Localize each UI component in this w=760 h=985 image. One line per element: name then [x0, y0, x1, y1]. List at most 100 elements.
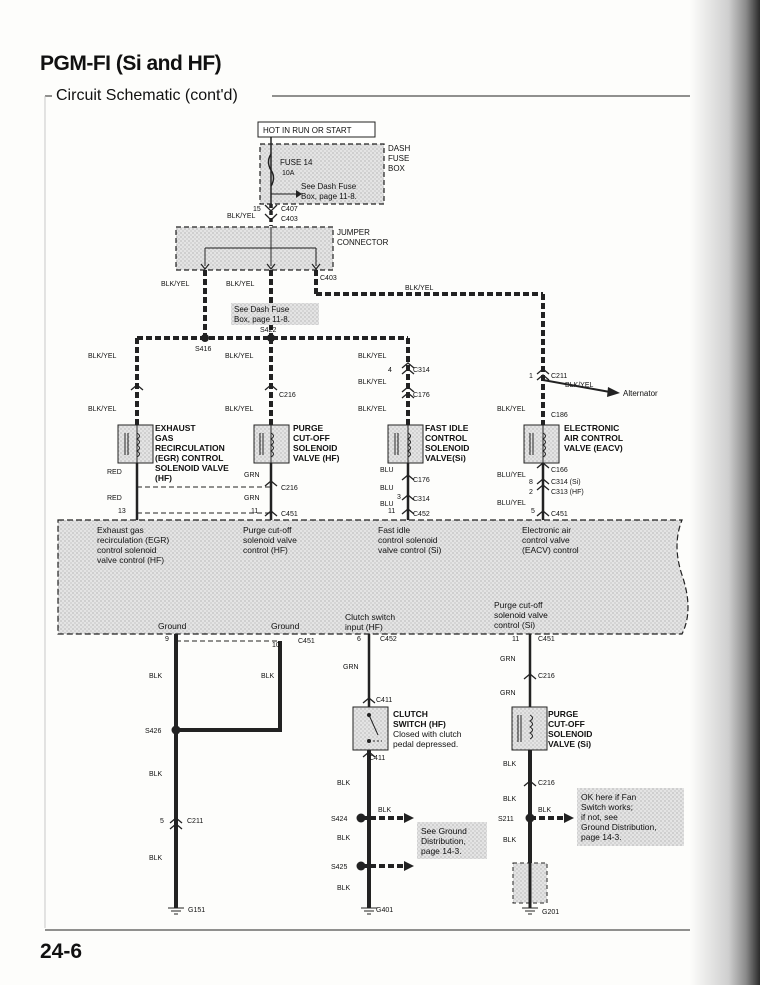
schematic-label: C211 — [187, 818, 203, 825]
jumper-connector: JUMPER CONNECTOR C403 — [175, 226, 389, 282]
schematic-label: C216 — [279, 392, 296, 399]
purge-si-column: 11 C451 GRN C216 GRN PURGE CUT-OFF SOLEN… — [498, 634, 684, 916]
schematic-label: C411 — [376, 697, 392, 704]
schematic-label: BLK/YEL — [88, 406, 117, 413]
schematic-label: 9 — [165, 636, 169, 643]
page-title: PGM-FI (Si and HF) — [40, 52, 222, 75]
schematic-label: GRN — [244, 495, 260, 502]
schematic-label: 15 — [253, 206, 261, 213]
schematic-label: (HF) — [155, 473, 172, 483]
schematic-label: BLK — [503, 837, 517, 844]
schematic-label: SOLENOID — [548, 729, 592, 739]
schematic-label: BLK/YEL — [358, 406, 387, 413]
schematic-label: BLK — [503, 761, 517, 768]
schematic-label: ELECTRONIC — [564, 423, 619, 433]
schematic-label: BLU/YEL — [497, 500, 526, 507]
jumper-label-1: JUMPER — [337, 228, 370, 237]
schematic-label: BLK/YEL — [225, 406, 254, 413]
see-dash-2: Box, page 11-8. — [234, 315, 290, 324]
schematic-label: BLK — [149, 855, 163, 862]
schematic-label: C411 — [369, 755, 385, 762]
schematic-label: AIR CONTROL — [564, 433, 623, 443]
schematic-label: BLK/YEL — [227, 213, 256, 220]
schematic-label: BLK/YEL — [358, 353, 387, 360]
schematic-label: valve control (Si) — [378, 545, 441, 555]
schematic-label: S426 — [145, 728, 161, 735]
schematic-label: Ground — [271, 621, 300, 631]
schematic-label: Purge cut-off — [494, 600, 543, 610]
schematic-label: PURGE — [548, 709, 579, 719]
schematic-label: Clutch switch — [345, 612, 395, 622]
schematic-label: GAS — [155, 433, 174, 443]
schematic-label: Exhaust gas — [97, 525, 144, 535]
schematic-label: OK here if Fan — [581, 792, 637, 802]
schematic-label: valve control (HF) — [97, 555, 164, 565]
ecu-box: Exhaust gas recirculation (EGR) control … — [57, 519, 689, 635]
upper-connector-marks — [130, 362, 550, 399]
schematic-label: C451 — [538, 636, 555, 643]
schematic-label: BLK/YEL — [225, 353, 254, 360]
schematic-label: BLU — [380, 501, 394, 508]
schematic-label: VALVE (HF) — [293, 453, 340, 463]
schematic-label: BLK — [378, 807, 392, 814]
schematic-label: PURGE — [293, 423, 324, 433]
schematic-label: G151 — [188, 907, 205, 914]
schematic-label: S425 — [331, 864, 347, 871]
fuse-note-1: See Dash Fuse — [301, 182, 357, 191]
schematic-label: Distribution, — [421, 836, 466, 846]
jumper-label-2: CONNECTOR — [337, 238, 389, 247]
lower-connector-marks — [264, 462, 550, 517]
schematic-label: input (HF) — [345, 622, 383, 632]
fuse-note-2: Box, page 11-8. — [301, 192, 357, 201]
dash-fuse-box: FUSE 14 10A See Dash Fuse Box, page 11-8… — [259, 143, 410, 205]
schematic-label: BLK — [337, 885, 351, 892]
schematic-label: C452 — [413, 511, 430, 518]
schematic-label: BLK — [261, 673, 275, 680]
schematic-label: SWITCH (HF) — [393, 719, 446, 729]
schematic-label: 11 — [388, 508, 395, 515]
schematic-label: S211 — [498, 816, 514, 823]
lower-wire-labels: RED GRN RED GRN 13 11 C216 C451 BLU C176… — [107, 467, 584, 518]
schematic-label: C166 — [551, 467, 568, 474]
schematic-label: BLK/YEL — [358, 379, 387, 386]
schematic-label: (EACV) control — [522, 545, 579, 555]
ground-wiring-left: 9 10 C451 BLK BLK S426 BLK 5 C211 BLK G1… — [145, 634, 315, 915]
schematic-label: C451 — [551, 511, 568, 518]
schematic-label: CUT-OFF — [293, 433, 330, 443]
schematic-label: GRN — [244, 472, 260, 479]
schematic-label: EXHAUST — [155, 423, 196, 433]
fuse-rating: 10A — [282, 170, 295, 177]
schematic-label: recirculation (EGR) — [97, 535, 169, 545]
schematic-label: Purge cut-off — [243, 525, 292, 535]
fast-idle-solenoid-valve: FAST IDLE CONTROL SOLENOID VALVE(Si) — [387, 423, 469, 464]
schematic-label: solenoid valve — [494, 610, 548, 620]
schematic-label: control valve — [522, 535, 570, 545]
schematic-label: BLK — [503, 796, 517, 803]
alternator-label: Alternator — [623, 389, 658, 398]
schematic-label: C314 — [413, 496, 430, 503]
schematic-label: FAST IDLE — [425, 423, 469, 433]
schematic-label: C407 — [281, 206, 298, 213]
schematic-label: BLK — [337, 780, 351, 787]
schematic-label: if not, see — [581, 812, 618, 822]
schematic-label: C211 — [551, 373, 567, 380]
schematic-label: page 14-3. — [581, 832, 622, 842]
schematic-label: control (HF) — [243, 545, 288, 555]
schematic-label: VALVE(Si) — [425, 453, 466, 463]
schematic-label: BLU — [380, 467, 394, 474]
schematic-label: C403 — [281, 216, 298, 223]
schematic-label: SOLENOID VALVE — [155, 463, 229, 473]
schematic-label: 1 — [529, 373, 533, 380]
dash-fuse-label-2: FUSE — [388, 154, 409, 163]
dash-fuse-label-1: DASH — [388, 144, 410, 153]
schematic-label: CUT-OFF — [548, 719, 585, 729]
schematic-label: C313 (HF) — [551, 489, 584, 496]
schematic-label: GRN — [343, 664, 359, 671]
schematic-label: See Ground — [421, 826, 467, 836]
schematic-label: 5 — [160, 818, 164, 825]
see-dash-1: See Dash Fuse — [234, 305, 290, 314]
schematic-label: S424 — [331, 816, 347, 823]
egr-solenoid-valve: EXHAUST GAS RECIRCULATION (EGR) CONTROL … — [117, 423, 229, 483]
